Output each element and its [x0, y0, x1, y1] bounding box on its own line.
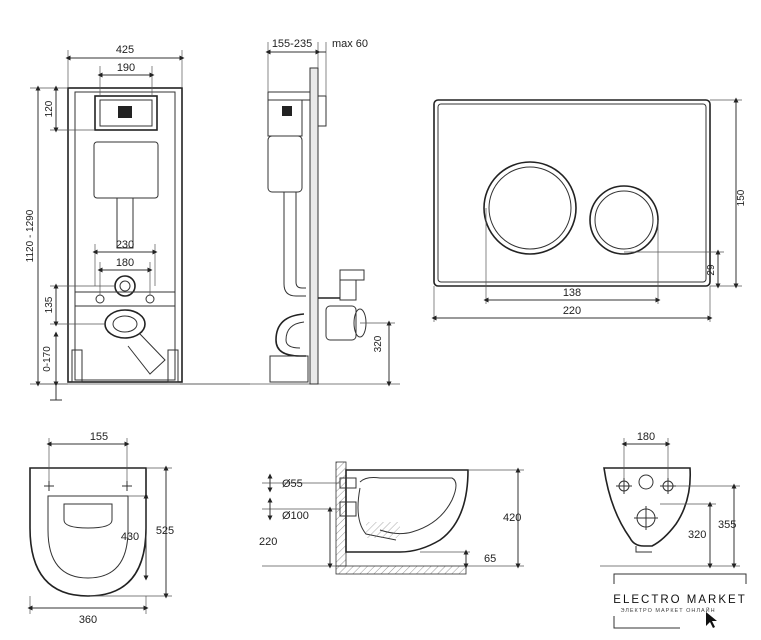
side-outlet-height-label: 320 — [373, 335, 384, 352]
logo-tagline: ЭЛЕКТРО МАРКЕТ ОНЛАЙН — [620, 606, 715, 614]
back-bolt-spacing-label: 180 — [637, 431, 655, 443]
leg-adjust-label: 0-170 — [42, 346, 53, 372]
bolt-spacing-label: 180 — [116, 257, 134, 269]
section-height-label: 420 — [503, 512, 521, 524]
inlet-diameter-label: Ø55 — [282, 478, 303, 490]
side-view-frame — [180, 42, 400, 387]
floor-offset-label: 220 — [259, 536, 277, 548]
button-offset-label: 29 — [706, 264, 717, 276]
bowl-length-label: 525 — [156, 525, 174, 537]
panel-max-label: max 60 — [332, 38, 368, 50]
outlet-diameter-label: Ø100 — [282, 510, 309, 522]
bowl-bolt-spacing-label: 155 — [90, 431, 108, 443]
back-outlet-height-label: 320 — [688, 529, 706, 541]
bowl-section-view — [262, 461, 524, 575]
bowl-width-label: 360 — [79, 614, 97, 626]
top-offset-label: 120 — [44, 100, 55, 117]
bowl-top-view — [27, 438, 172, 614]
inlet-height-label: 355 — [718, 519, 736, 531]
outlet-height-label: 135 — [44, 296, 55, 313]
seat-length-label: 430 — [121, 531, 139, 543]
button-spacing-label: 138 — [563, 287, 581, 299]
flush-plate — [431, 97, 742, 322]
plate-height-label: 150 — [736, 189, 747, 206]
front-view-frame — [30, 50, 250, 401]
frame-height-label: 1120 - 1290 — [25, 209, 36, 262]
depth-range-label: 155-235 — [272, 38, 312, 50]
brand-logo — [613, 573, 747, 629]
frame-width-label: 425 — [116, 44, 134, 56]
logo-name: ELECTRO MARKET — [613, 594, 746, 606]
bowl-back-view — [600, 438, 740, 569]
tank-width-label: 190 — [117, 62, 135, 74]
plate-width-label: 220 — [563, 305, 581, 317]
flush-spacing-label: 230 — [116, 239, 134, 251]
outlet-to-wall-label: 65 — [484, 553, 496, 565]
